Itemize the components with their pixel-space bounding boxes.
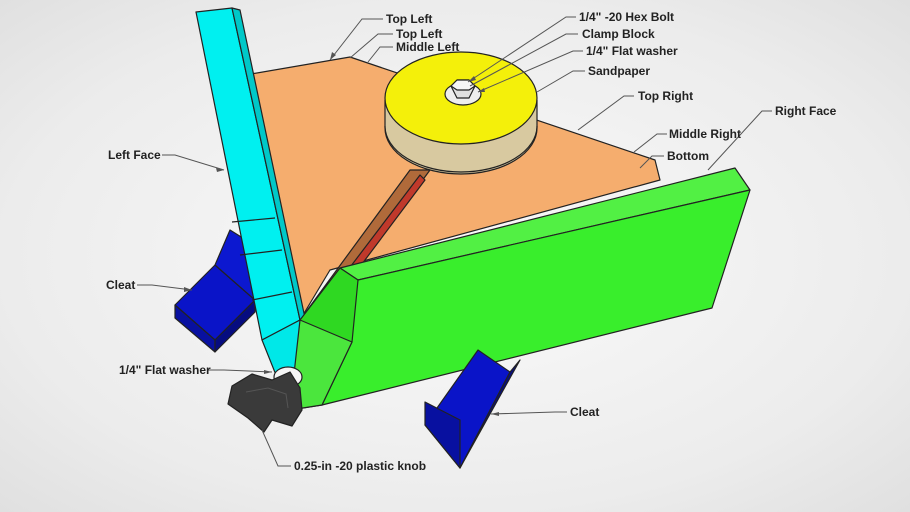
label-clamp-block: Clamp Block	[582, 27, 655, 41]
cleat-right	[424, 349, 521, 469]
leader-lines	[137, 16, 772, 467]
label-cleat-left: Cleat	[106, 278, 135, 292]
callout-labels: Top Left Top Left Middle Left 1/4" -20 H…	[106, 10, 837, 473]
label-middle-left: Middle Left	[396, 40, 459, 54]
label-top-left-1: Top Left	[386, 12, 432, 26]
label-bottom: Bottom	[667, 149, 709, 163]
label-top-left-2: Top Left	[396, 27, 442, 41]
label-top-right: Top Right	[638, 89, 693, 103]
label-hex-bolt: 1/4" -20 Hex Bolt	[579, 10, 674, 24]
label-plastic-knob: 0.25-in -20 plastic knob	[294, 459, 426, 473]
label-cleat-right: Cleat	[570, 405, 599, 419]
label-sandpaper: Sandpaper	[588, 64, 650, 78]
label-left-face: Left Face	[108, 148, 161, 162]
label-flat-washer-top: 1/4" Flat washer	[586, 44, 678, 58]
label-flat-washer-bottom: 1/4" Flat washer	[119, 363, 211, 377]
left-face	[195, 7, 323, 411]
clamp-block	[384, 51, 538, 175]
label-right-face: Right Face	[775, 104, 837, 118]
label-middle-right: Middle Right	[669, 127, 741, 141]
right-face	[289, 167, 751, 411]
cleat-left	[174, 229, 263, 353]
plastic-knob	[227, 366, 303, 433]
